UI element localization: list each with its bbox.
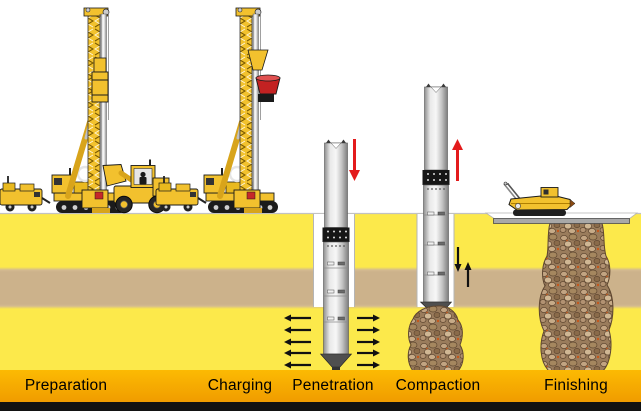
support-unit bbox=[155, 175, 207, 213]
wheel-loader bbox=[102, 159, 170, 214]
stage-label-finishing: Finishing bbox=[544, 377, 608, 394]
support-unit bbox=[0, 175, 51, 213]
stage-label-compaction: Compaction bbox=[395, 377, 481, 394]
compaction-probe bbox=[419, 83, 453, 315]
probe-cone-tip bbox=[319, 353, 353, 368]
steel-plate bbox=[493, 218, 630, 224]
red-up-arrow-icon bbox=[452, 139, 463, 181]
stage-label-charging: Charging bbox=[207, 377, 273, 394]
bottom-border-bar bbox=[0, 402, 641, 411]
stage-label-preparation: Preparation bbox=[24, 377, 108, 394]
charging-hopper bbox=[247, 49, 281, 102]
site-roller bbox=[503, 181, 576, 216]
vibration-arrows-icon bbox=[284, 314, 380, 369]
crawler-rig-charging bbox=[204, 8, 278, 213]
vibrator-unit bbox=[91, 14, 109, 103]
oscillation-arrows-icon bbox=[454, 247, 472, 287]
finished-stone-column bbox=[538, 222, 614, 382]
stage-label-band: Preparation Charging Penetration Compact… bbox=[0, 370, 641, 402]
stage-label-penetration: Penetration bbox=[292, 377, 374, 394]
penetration-probe bbox=[319, 139, 353, 371]
red-down-arrow-icon bbox=[349, 139, 360, 181]
